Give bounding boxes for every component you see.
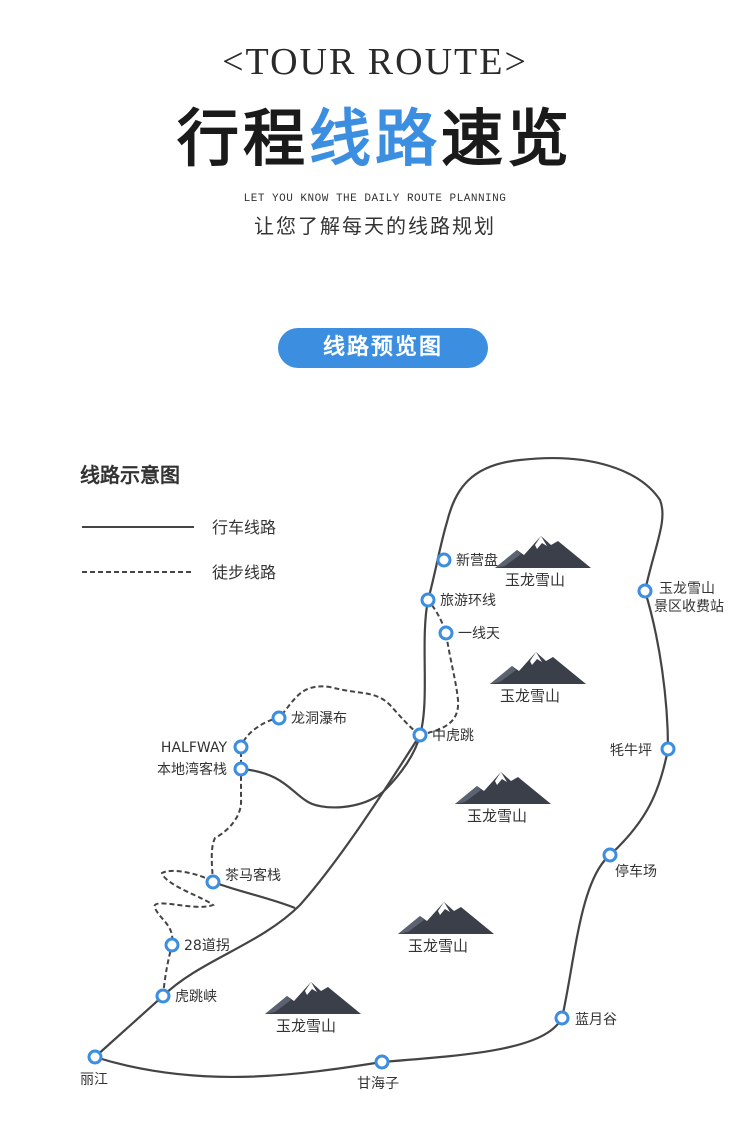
stop-halfway[interactable]: HALFWAY: [161, 739, 249, 756]
mountain-icon: [398, 902, 494, 934]
mountain-1: 玉龙雪山: [495, 536, 591, 589]
stop-shoufeizhan[interactable]: 玉龙雪山 景区收费站: [637, 581, 724, 615]
drive-route-chama: [212, 880, 296, 910]
stop-label: 中虎跳: [432, 728, 474, 744]
stop-label: 虎跳峡: [175, 989, 217, 1005]
stop-marker-icon: [233, 761, 249, 777]
stop-label: 旅游环线: [440, 593, 496, 609]
stop-longdongpubu[interactable]: 龙洞瀑布: [271, 710, 347, 727]
mountain-5: 玉龙雪山: [265, 982, 361, 1035]
stop-label: 本地湾客栈: [157, 761, 227, 778]
stop-bendiwan[interactable]: 本地湾客栈: [157, 761, 249, 778]
stop-xinyingpan[interactable]: 新营盘: [436, 552, 498, 569]
stop-zhonghutiao[interactable]: 中虎跳: [412, 727, 474, 744]
stop-marker-icon: [271, 710, 287, 726]
stop-marker-icon: [554, 1010, 570, 1026]
stop-marker-icon: [155, 988, 171, 1004]
title-highlight: 线路: [308, 102, 441, 175]
stop-marker-icon: [420, 592, 436, 608]
stop-label-line-2: 景区收费站: [654, 599, 724, 615]
mountain-label: 玉龙雪山: [408, 937, 468, 955]
route-preview-button[interactable]: 线路预览图: [278, 328, 488, 368]
title-pre: 行程: [176, 102, 309, 175]
stop-label: 28道拐: [184, 938, 230, 954]
stop-label: 一线天: [458, 626, 500, 642]
stop-marker-icon: [233, 739, 249, 755]
legend-drive-label: 行车线路: [212, 518, 276, 537]
stop-ganhaizi[interactable]: 甘海子: [357, 1054, 399, 1092]
stop-chama[interactable]: 茶马客栈: [205, 867, 281, 890]
mountain-icon: [455, 772, 551, 804]
stop-label: 停车场: [615, 863, 657, 880]
mountain-label: 玉龙雪山: [276, 1017, 336, 1035]
stop-marker-icon: [412, 727, 428, 743]
mountain-label: 玉龙雪山: [467, 807, 527, 825]
stop-marker-icon: [660, 741, 676, 757]
mountain-icon: [265, 982, 361, 1014]
stop-yixiantian[interactable]: 一线天: [438, 625, 500, 642]
stop-hutiaoxia[interactable]: 虎跳峡: [155, 988, 217, 1005]
mountain-4: 玉龙雪山: [398, 902, 494, 955]
mountain-icon: [490, 652, 586, 684]
stop-lanyuegu[interactable]: 蓝月谷: [554, 1010, 617, 1028]
stop-label: 蓝月谷: [575, 1012, 617, 1028]
mountain-3: 玉龙雪山: [455, 772, 551, 825]
title-post: 速览: [441, 102, 574, 175]
mountain-icon: [495, 536, 591, 568]
stop-marker-icon: [205, 874, 221, 890]
tour-route-eyebrow: <TOUR ROUTE>: [222, 41, 528, 83]
walk-route-yixiantian: [419, 599, 460, 736]
stop-lijiang[interactable]: 丽江: [80, 1049, 108, 1088]
stop-marker-icon: [87, 1049, 103, 1065]
stop-label-line-1: 玉龙雪山: [659, 581, 715, 597]
stop-marker-icon: [164, 937, 180, 953]
stop-28-daoguai[interactable]: 28道拐: [164, 937, 230, 954]
stop-label: 茶马客栈: [225, 867, 281, 884]
stop-marker-icon: [438, 625, 454, 641]
subtitle-cn: 让您了解每天的线路规划: [254, 214, 496, 238]
stop-marker-icon: [637, 583, 653, 599]
stop-marker-icon: [374, 1054, 390, 1070]
page-title: 行程线路速览: [0, 88, 750, 178]
subtitle-en: LET YOU KNOW THE DAILY ROUTE PLANNING: [243, 193, 507, 205]
walk-route-28-bends: [153, 869, 215, 997]
legend-walk-label: 徒步线路: [212, 563, 276, 582]
mountain-2: 玉龙雪山: [490, 652, 586, 705]
mountain-label: 玉龙雪山: [500, 687, 560, 705]
stop-label: 新营盘: [456, 552, 498, 569]
drive-route-loop: [94, 457, 670, 1079]
stop-lvyouhuanxian[interactable]: 旅游环线: [420, 592, 496, 609]
stop-label: HALFWAY: [161, 740, 228, 756]
stop-tingchechang[interactable]: 停车场: [602, 847, 657, 880]
stop-label: 牦牛坪: [610, 743, 652, 759]
stop-label: 龙洞瀑布: [291, 711, 347, 727]
stop-maoniuping[interactable]: 牦牛坪: [610, 741, 676, 759]
drive-route-bendiwan: [240, 734, 422, 809]
stop-marker-icon: [602, 847, 618, 863]
stop-label: 丽江: [80, 1072, 108, 1088]
stop-label: 甘海子: [357, 1076, 399, 1092]
legend-title: 线路示意图: [80, 463, 180, 487]
mountain-label: 玉龙雪山: [505, 571, 565, 589]
stop-marker-icon: [436, 552, 452, 568]
